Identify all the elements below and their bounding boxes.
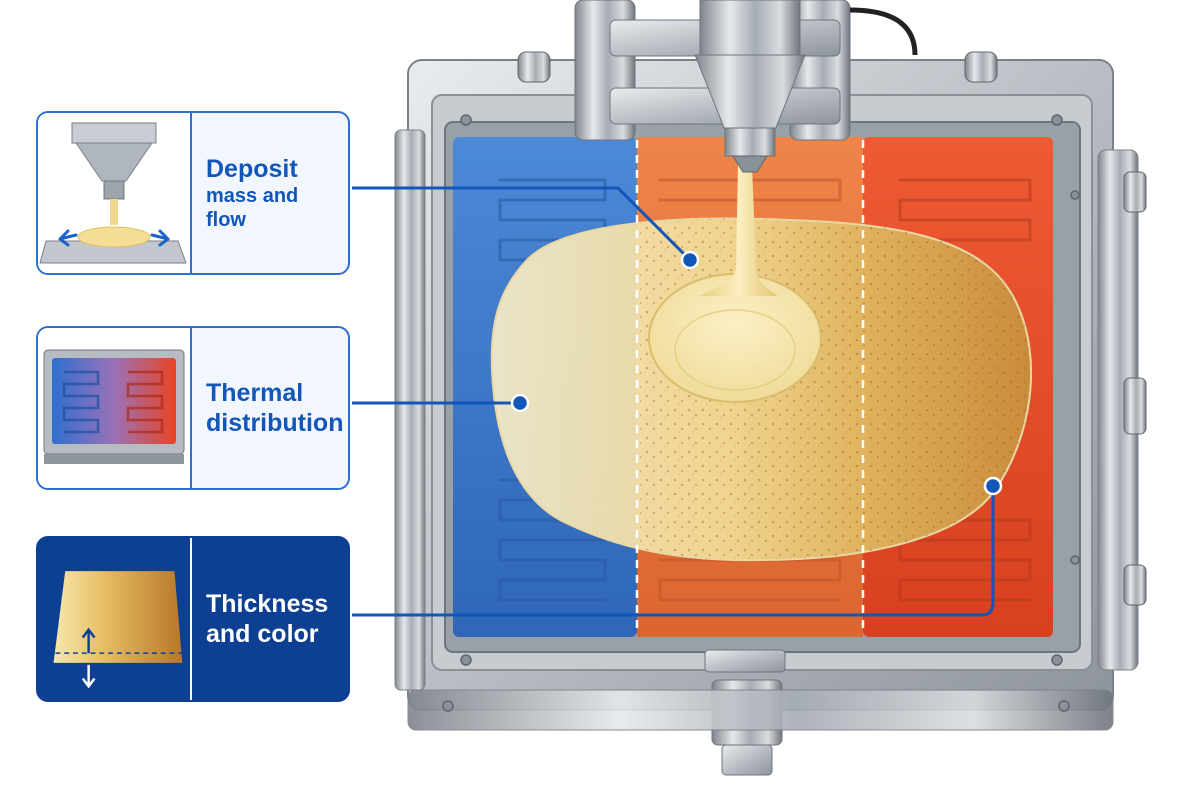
callout-thermal: Thermal distribution bbox=[36, 326, 350, 490]
callout-thickness: Thickness and color bbox=[36, 536, 350, 702]
deposit-title: Deposit bbox=[206, 155, 298, 183]
thickness-title: Thickness bbox=[206, 590, 329, 618]
thermal-title: Thermal bbox=[206, 379, 304, 407]
deposit-subtitle: mass and flow bbox=[206, 185, 299, 231]
thermal-subtitle: distribution bbox=[206, 409, 344, 437]
callout-deposit: Deposit mass and flow bbox=[36, 111, 350, 275]
thickness-layer-thumbnail bbox=[38, 538, 192, 700]
deposit-nozzle-thumbnail bbox=[38, 113, 192, 273]
thermal-plate-thumbnail bbox=[38, 328, 192, 488]
thickness-subtitle: and color bbox=[206, 620, 319, 648]
